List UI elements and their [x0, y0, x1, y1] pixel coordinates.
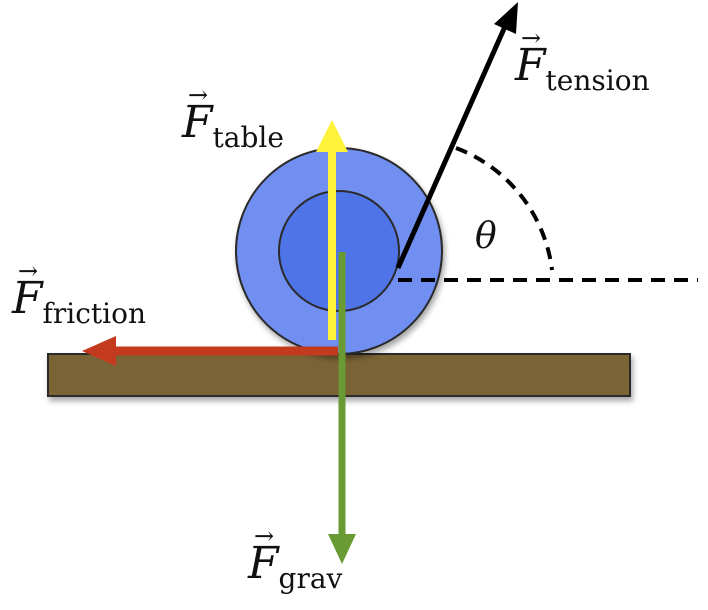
angle-arc: [455, 146, 554, 271]
table-force-arrowhead: [316, 120, 348, 152]
svg-text:Ftension: Ftension: [514, 40, 650, 97]
svg-text:Ftable: Ftable: [181, 97, 284, 154]
label-tension: Ftension →: [514, 24, 650, 97]
friction-arrowhead: [82, 336, 116, 366]
vector-arrow-icon: →: [188, 81, 208, 109]
svg-text:Fgrav: Fgrav: [247, 538, 343, 595]
tension-arrow-shaft: [395, 20, 510, 270]
angle-label: θ: [475, 216, 497, 257]
vector-arrow-icon: →: [521, 24, 541, 52]
vector-arrow-icon: →: [254, 522, 274, 550]
label-grav: Fgrav →: [247, 522, 343, 595]
label-friction: Ffriction →: [11, 257, 146, 330]
tension-arrowhead: [494, 2, 518, 34]
vector-arrow-icon: →: [18, 257, 38, 285]
grav-arrowhead: [328, 534, 356, 564]
svg-text:Ffriction: Ffriction: [11, 273, 146, 330]
label-table: Ftable →: [181, 81, 284, 154]
